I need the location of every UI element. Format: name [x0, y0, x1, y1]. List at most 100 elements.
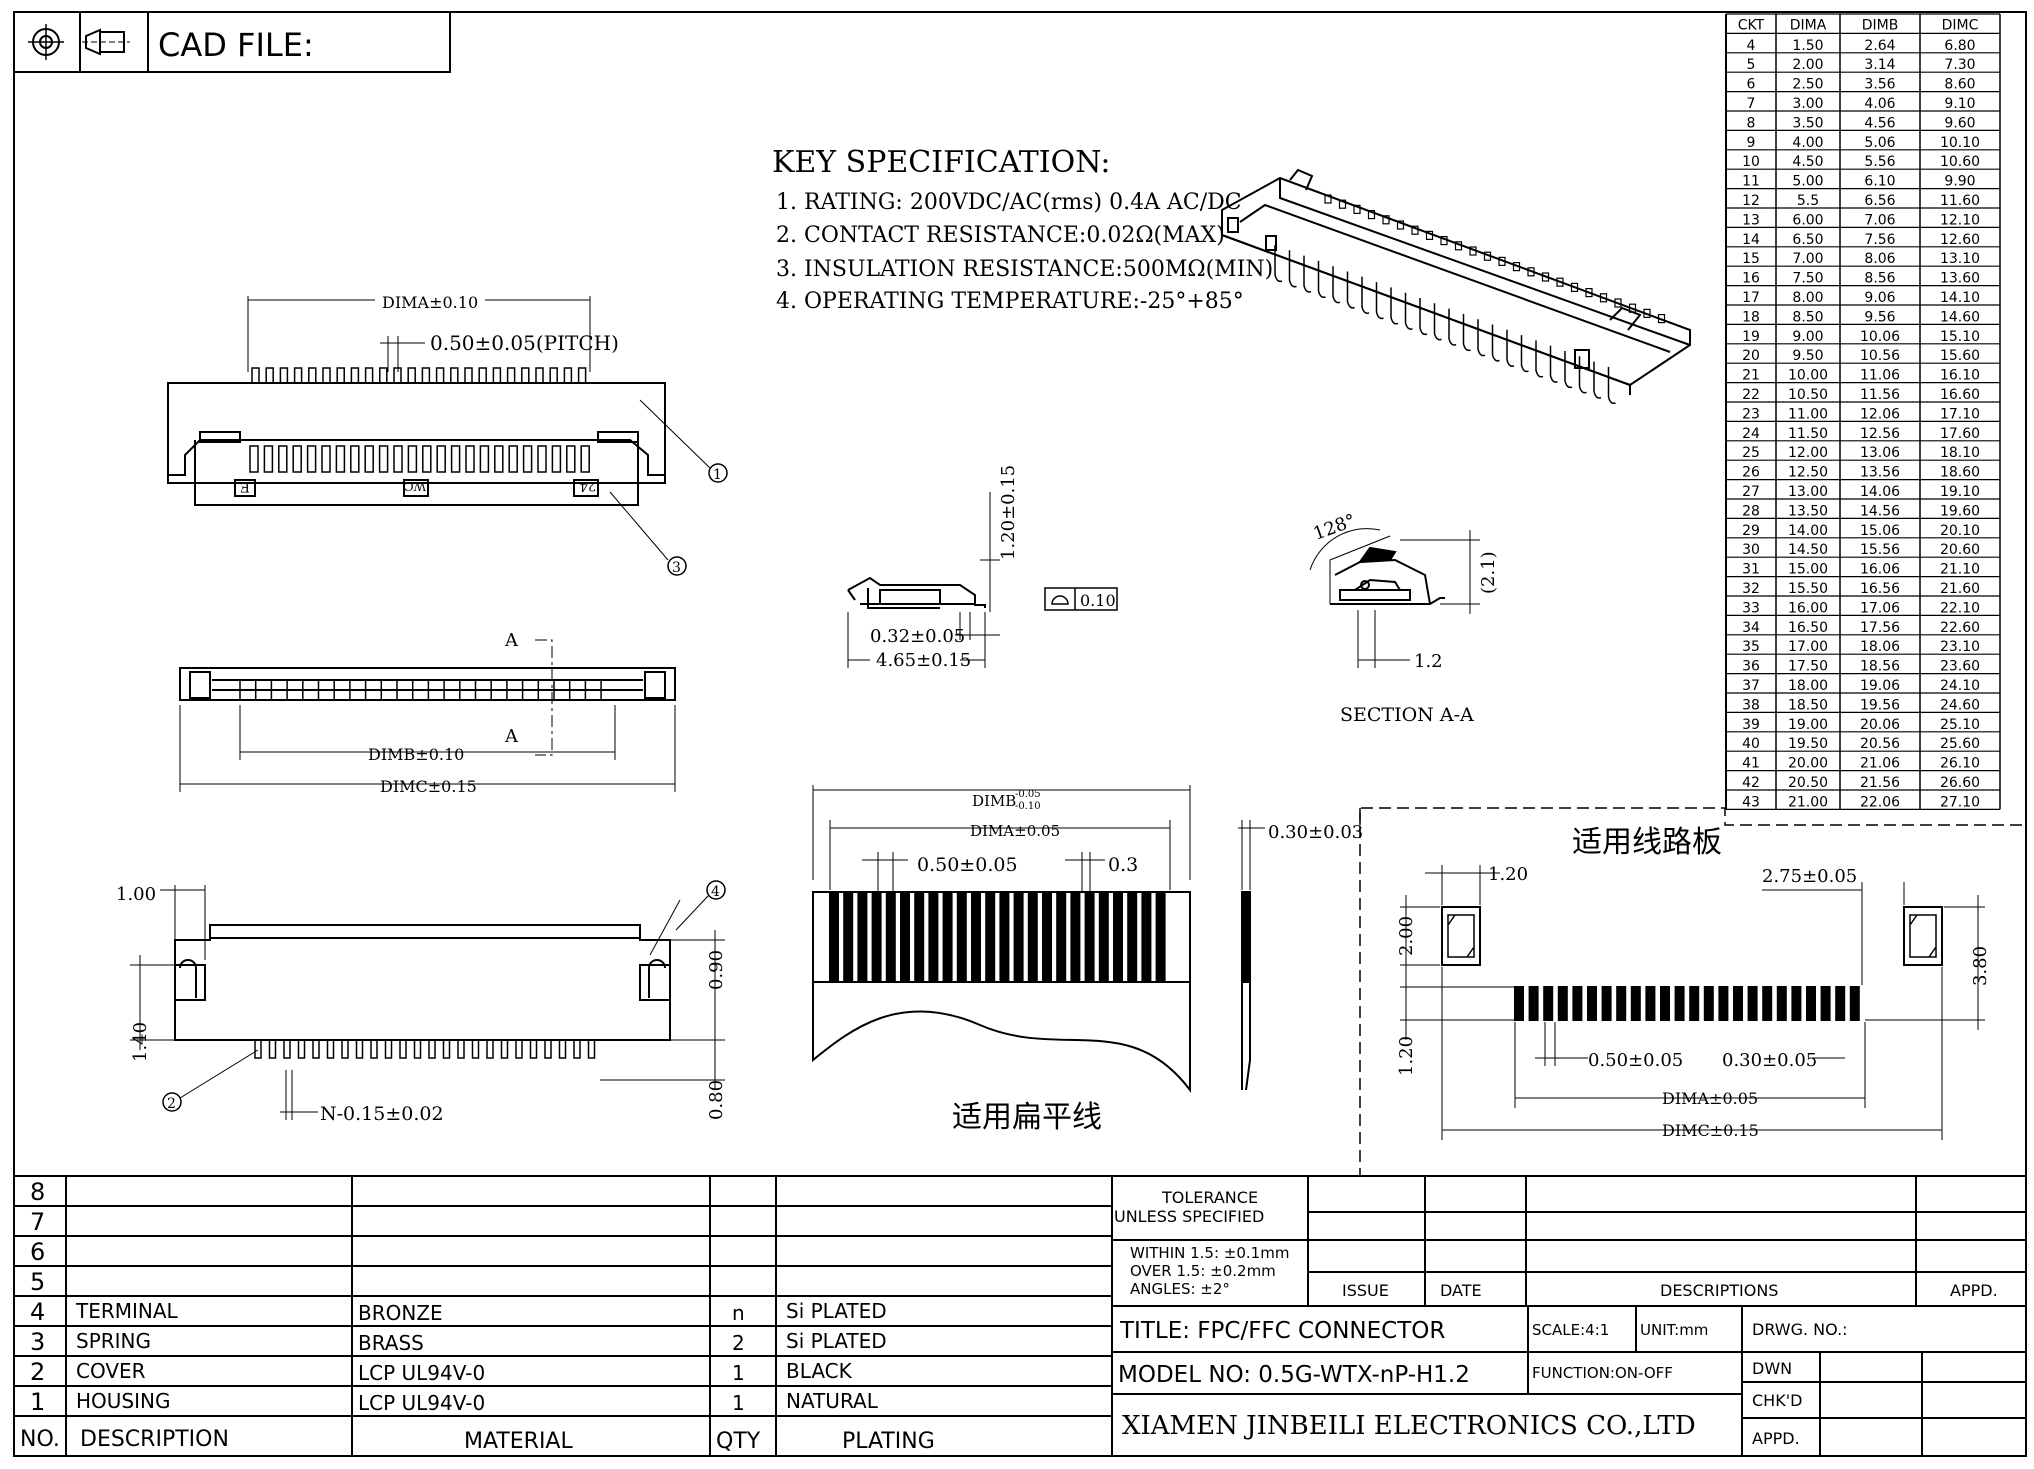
dim-table-cell: 34 — [1742, 620, 1760, 636]
dim-table-cell: 3.00 — [1792, 96, 1823, 112]
dim-table-cell: 22.60 — [1940, 620, 1980, 636]
dim-table-cell: 12.06 — [1860, 406, 1900, 422]
label-dimc-015: DIMC±0.15 — [380, 777, 477, 796]
label-fpc-03: 0.3 — [1108, 854, 1138, 876]
dim-table-cell: 9.90 — [1944, 174, 1975, 190]
dim-table-cell: 20.60 — [1940, 542, 1980, 558]
bom-row-2-no: 2 — [30, 1358, 45, 1386]
bom-row-6-no: 6 — [30, 1238, 45, 1266]
dim-table-cell: 17.10 — [1940, 406, 1980, 422]
dim-table-cell: 15.00 — [1788, 562, 1828, 578]
dim-table-cell: 24.60 — [1940, 697, 1980, 713]
dim-table-cell: 31 — [1742, 562, 1760, 578]
dim-table-cell: 16.56 — [1860, 581, 1900, 597]
cad-file-box: CAD FILE: — [13, 11, 451, 73]
dim-table-cell: 16 — [1742, 271, 1760, 287]
key-spec-heading: KEY SPECIFICATION: — [772, 145, 1110, 180]
dim-table-cell: 21.56 — [1860, 775, 1900, 791]
drawing-title: TITLE: FPC/FFC CONNECTOR — [1119, 1318, 1445, 1344]
fpc-title: 适用扁平线 — [952, 1100, 1102, 1135]
dim-table-cell: 18.60 — [1940, 465, 1980, 481]
dim-table-cell: 21.00 — [1788, 794, 1828, 810]
label-pcb-380: 3.80 — [1970, 946, 1991, 986]
dim-table-cell: 4.56 — [1864, 115, 1895, 131]
dim-table-cell: 5.5 — [1797, 193, 1819, 209]
bom-header-plating: PLATING — [842, 1429, 935, 1454]
dim-table-cell: 2.50 — [1792, 77, 1823, 93]
bom-row-2-plating: BLACK — [786, 1359, 853, 1383]
dim-table-cell: 2.64 — [1864, 38, 1895, 54]
dim-table-cell: 19.00 — [1788, 717, 1828, 733]
dim-table-cell: 19 — [1742, 329, 1760, 345]
dim-table-cell: 14.10 — [1940, 290, 1980, 306]
flatness-value: 0.10 — [1080, 591, 1116, 610]
dim-table-cell: 6.50 — [1792, 232, 1823, 248]
dim-table-cell: 8.56 — [1864, 271, 1895, 287]
key-spec-item-1: 1. RATING: 200VDC/AC(rms) 0.4A AC/DC — [776, 190, 1242, 215]
dim-table-cell: 29 — [1742, 523, 1760, 539]
dim-table-cell: 12.00 — [1788, 445, 1828, 461]
dim-table-cell: 14.06 — [1860, 484, 1900, 500]
projection-cone-icon — [82, 28, 130, 56]
label-dima-010: DIMA±0.10 — [382, 293, 478, 312]
dim-table-cell: 18.50 — [1788, 697, 1828, 713]
dim-table-cell: 4.50 — [1792, 154, 1823, 170]
dim-table-cell: 13.56 — [1860, 465, 1900, 481]
dim-table-cell: 14.60 — [1940, 309, 1980, 325]
dim-table-header: DIMC — [1942, 17, 1979, 33]
section-a-top: A — [504, 630, 519, 651]
dim-table-cell: 7.00 — [1792, 251, 1823, 267]
issue-label: ISSUE — [1342, 1281, 1389, 1300]
dim-table-cell: 16.60 — [1940, 387, 1980, 403]
dim-table-cell: 3.14 — [1864, 57, 1895, 73]
dim-table-cell: 24 — [1742, 426, 1760, 442]
label-side-n015: N-0.15±0.02 — [320, 1103, 444, 1125]
dim-table-cell: 16.50 — [1788, 620, 1828, 636]
key-spec-item-3: 3. INSULATION RESISTANCE:500MΩ(MIN) — [776, 257, 1273, 282]
date-label: DATE — [1440, 1281, 1482, 1300]
title-block — [1112, 1176, 2026, 1456]
dim-table-cell: 12.10 — [1940, 212, 1980, 228]
bom-row-7-no: 7 — [30, 1208, 45, 1236]
function-label: FUNCTION:ON-OFF — [1532, 1364, 1673, 1382]
dim-table-cell: 14.00 — [1788, 523, 1828, 539]
dim-table-cell: 15.10 — [1940, 329, 1980, 345]
bom-header-desc: DESCRIPTION — [80, 1427, 229, 1452]
label-side-140: 1.40 — [130, 1022, 151, 1062]
bom-row-4-plating: Si PLATED — [786, 1299, 887, 1323]
dim-table-cell: 4 — [1747, 38, 1756, 54]
dim-table-cell: 3.56 — [1864, 77, 1895, 93]
label-pcb-120b: 1.20 — [1396, 1036, 1417, 1076]
dim-table-cell: 16.10 — [1940, 368, 1980, 384]
dim-table-cell: 17.56 — [1860, 620, 1900, 636]
dim-table-cell: 28 — [1742, 503, 1760, 519]
label-pitch: 0.50±0.05(PITCH) — [430, 331, 619, 355]
label-fpc-dima: DIMA±0.05 — [970, 822, 1060, 840]
label-angle-128: 128° — [1311, 510, 1359, 545]
dim-table-cell: 20.10 — [1940, 523, 1980, 539]
dim-table-cell: 5.56 — [1864, 154, 1895, 170]
dim-table-cell: 14 — [1742, 232, 1760, 248]
label-fpc-thick: 0.30±0.03 — [1268, 822, 1363, 843]
dim-table-cell: 19.50 — [1788, 736, 1828, 752]
dim-table-cell: 7.56 — [1864, 232, 1895, 248]
scale-label: SCALE:4:1 — [1532, 1321, 1609, 1339]
section-title: SECTION A-A — [1340, 704, 1474, 726]
dim-table-cell: 25.60 — [1940, 736, 1980, 752]
dim-table-cell: 5.00 — [1792, 174, 1823, 190]
dim-table-cell: 39 — [1742, 717, 1760, 733]
housing-mark-left: E — [240, 478, 250, 494]
bom-row-5-no: 5 — [30, 1268, 45, 1296]
dim-table-cell: 9.60 — [1944, 115, 1975, 131]
bom-row-4-desc: TERMINAL — [75, 1299, 179, 1323]
dim-table-cell: 23.10 — [1940, 639, 1980, 655]
bom-row-2-material: LCP UL94V-0 — [358, 1361, 485, 1385]
callout-4: 4 — [711, 884, 720, 900]
dim-table-cell: 43 — [1742, 794, 1760, 810]
dim-table-cell: 12 — [1742, 193, 1760, 209]
label-side-080: 0.80 — [706, 1080, 727, 1120]
label-pcb-275: 2.75±0.05 — [1762, 866, 1857, 887]
label-pcb-030: 0.30±0.05 — [1722, 1050, 1817, 1071]
dim-table-cell: 22 — [1742, 387, 1760, 403]
